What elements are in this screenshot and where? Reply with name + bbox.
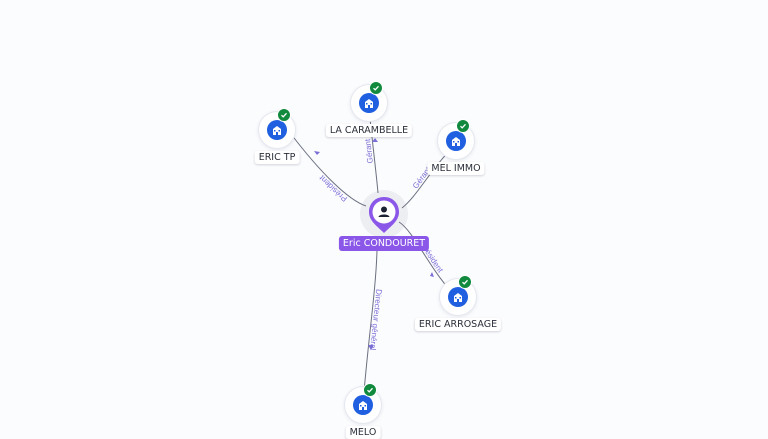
verified-check-icon (277, 108, 291, 122)
building-icon (353, 395, 373, 415)
node-circle[interactable] (351, 81, 387, 121)
edge-label-melo: Directeur général (368, 289, 383, 351)
node-circle[interactable] (438, 119, 474, 159)
arrow-la-carambelle (372, 138, 378, 142)
node-label[interactable]: MELO (345, 426, 381, 439)
edge-arrows (314, 138, 434, 350)
arrow-eric-tp (314, 151, 320, 155)
verified-check-icon (363, 383, 377, 397)
arrow-melo (368, 345, 374, 350)
building-icon (446, 131, 466, 151)
person-icon (381, 206, 387, 213)
verified-check-icon (458, 275, 472, 289)
edge-eric-tp (290, 133, 367, 207)
person-pin-icon[interactable] (367, 195, 401, 235)
building-icon (448, 287, 468, 307)
building-icon (359, 93, 379, 113)
building-icon (267, 120, 287, 140)
verified-check-icon (456, 119, 470, 133)
node-circle[interactable] (259, 108, 295, 148)
arrow-eric-arrosage (430, 272, 434, 277)
node-circle[interactable] (345, 383, 381, 423)
center-node-label[interactable]: Eric CONDOURET (338, 236, 430, 251)
node-label[interactable]: ERIC TP (254, 151, 300, 164)
edge-label-la-carambelle: Gérant (363, 138, 375, 164)
edge-label-eric-tp: Président (317, 173, 349, 204)
verified-check-icon (369, 81, 383, 95)
node-label[interactable]: ERIC ARROSAGE (414, 318, 502, 331)
node-label[interactable]: LA CARAMBELLE (325, 124, 413, 137)
node-label[interactable]: MEL IMMO (427, 162, 485, 175)
node-circle[interactable] (440, 275, 476, 315)
